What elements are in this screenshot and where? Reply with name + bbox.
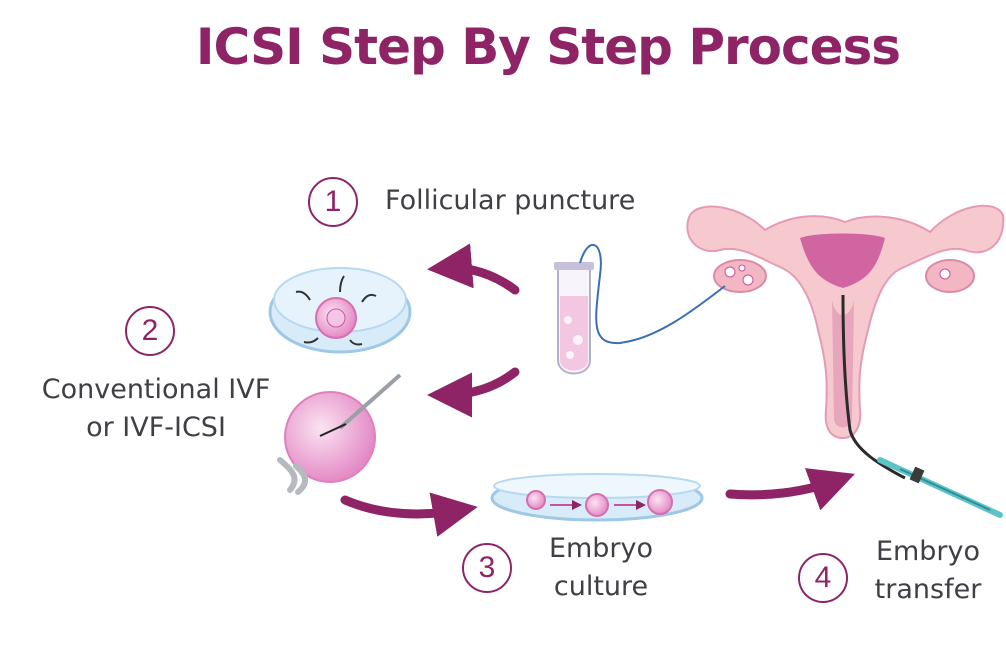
page-title: ICSI Step By Step Process — [195, 18, 901, 76]
step-4-label-line2: transfer — [874, 574, 982, 605]
step-3-label-line1: Embryo — [548, 533, 654, 564]
arrow-to-dish — [427, 243, 520, 295]
culture-dish — [490, 473, 704, 522]
step-2-label: Conventional IVF or IVF-ICSI — [36, 371, 276, 447]
step-3-number: 3 — [462, 543, 512, 593]
uterus-illustration — [686, 204, 1005, 480]
step-4-label-line1: Embryo — [875, 536, 981, 567]
step-1-label: Follicular puncture — [385, 185, 636, 216]
arrow-to-icsi — [427, 367, 520, 418]
icsi-injection — [277, 373, 402, 495]
arrow-to-culture — [340, 492, 478, 537]
step-3-label: Embryo culture — [526, 530, 676, 606]
step-3-label-line2: culture — [553, 571, 649, 602]
step-4-number: 4 — [798, 553, 848, 603]
step-2-number: 2 — [125, 306, 175, 356]
arrow-to-transfer — [725, 468, 855, 511]
petri-dish-fertilization — [268, 267, 412, 354]
step-2-label-line2: or IVF-ICSI — [86, 412, 226, 443]
transfer-syringe — [877, 457, 1003, 518]
step-1-number: 1 — [308, 177, 358, 227]
test-tube — [554, 244, 726, 375]
step-2-label-line1: Conventional IVF — [41, 374, 271, 405]
flow-arrows — [340, 243, 855, 537]
step-4-label: Embryo transfer — [858, 533, 998, 609]
